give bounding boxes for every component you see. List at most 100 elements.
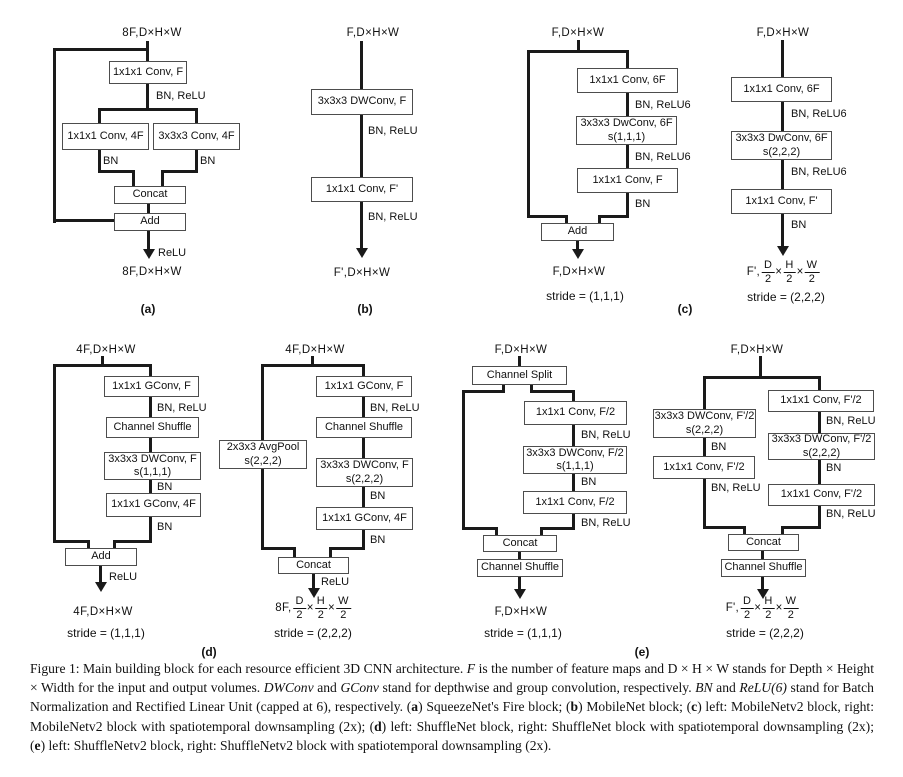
flow-line <box>576 240 579 250</box>
arrowhead <box>143 249 155 259</box>
branch-line <box>98 108 198 111</box>
conv-box: 1x1x1 Conv, F/2 <box>523 491 627 514</box>
frac-num: W <box>783 595 799 609</box>
flow-line <box>818 459 821 485</box>
bn-label: BN <box>581 476 597 488</box>
flow-line <box>781 40 784 78</box>
subfig-label-e: (e) <box>634 645 650 659</box>
arrowhead <box>572 249 584 259</box>
branch-line <box>261 468 264 550</box>
box-line: s(2,2,2) <box>685 423 724 436</box>
tensor-input-label: F,D×H×W <box>494 344 548 356</box>
subfig-label-b: (b) <box>357 302 373 316</box>
box-line: 3x3x3 DwConv, 6F <box>735 132 828 145</box>
arrowhead <box>514 589 526 599</box>
frac-den: 2 <box>765 608 772 621</box>
conv-box: 1x1x1 Conv, F <box>109 61 187 84</box>
flow-line <box>577 40 580 52</box>
flow-line <box>598 215 601 224</box>
conv-box: 1x1x1 Conv, 6F <box>577 68 678 93</box>
caption-segment: ReLU(6) <box>739 680 787 696</box>
tensor-output-label: F,D×H×W <box>552 266 606 278</box>
conv-box: 3x3x3 Conv, 4F <box>153 123 240 150</box>
caption-segment: and <box>712 680 740 696</box>
bn-relu-label: BN, ReLU <box>826 508 876 520</box>
caption-segment: d <box>374 718 382 734</box>
skip-connection-line <box>53 364 152 367</box>
skip-connection-line <box>527 50 629 53</box>
conv-box: 1x1x1 Conv, 4F <box>62 123 149 150</box>
box-line: 3x3x3 DWConv, F <box>108 452 197 465</box>
caption-segment: GConv <box>340 680 379 696</box>
flow-line <box>329 547 332 558</box>
channel-shuffle-box: Channel Shuffle <box>316 417 412 438</box>
branch-line <box>195 108 198 124</box>
skip-connection-line <box>565 215 568 224</box>
add-box: Add <box>541 223 614 241</box>
box-line: 3x3x3 DWConv, F'/2 <box>654 410 755 423</box>
bn-label: BN <box>103 155 119 167</box>
flow-line <box>761 550 764 560</box>
flow-line <box>572 513 575 530</box>
bn-relu-label: BN, ReLU <box>157 402 207 414</box>
flow-line <box>149 364 152 377</box>
add-box: Add <box>65 548 137 566</box>
branch-line <box>818 376 821 391</box>
caption-segment: b <box>570 699 579 715</box>
box-line: s(1,1,1) <box>133 466 172 478</box>
channel-shuffle-box: Channel Shuffle <box>106 417 199 438</box>
bn-label: BN <box>826 462 842 474</box>
box-line: s(1,1,1) <box>607 130 646 143</box>
dwconv-box: 3x3x3 DWConv, F s(1,1,1) <box>104 452 201 480</box>
branch-line <box>261 547 296 550</box>
flow-line <box>626 192 629 218</box>
figure-caption: Figure 1: Main building block for each r… <box>30 659 874 755</box>
frac-prefix: F', <box>725 602 740 615</box>
bn-relu-label: BN, ReLU <box>156 90 206 102</box>
box-line: s(2,2,2) <box>762 145 801 158</box>
flow-line <box>113 540 152 543</box>
branch-line <box>495 527 498 536</box>
box-line: s(1,1,1) <box>556 460 594 472</box>
channel-shuffle-box: Channel Shuffle <box>477 559 563 577</box>
gconv-box: 1x1x1 GConv, F <box>104 376 199 397</box>
flow-line <box>781 526 821 529</box>
frac-num: H <box>783 259 796 273</box>
dwconv-box: 3x3x3 DWConv, F'/2 s(2,2,2) <box>653 409 756 438</box>
gconv-box: 1x1x1 GConv, 4F <box>106 493 201 517</box>
flow-line <box>362 529 365 550</box>
skip-connection-line <box>87 540 90 549</box>
relu-label: ReLU <box>158 247 187 259</box>
flow-line <box>101 356 104 367</box>
branch-line <box>462 390 465 530</box>
bn-label: BN <box>635 198 651 210</box>
frac-den: 2 <box>787 608 795 621</box>
skip-connection-line <box>53 219 114 222</box>
bn-label: BN <box>157 481 173 493</box>
flow-line <box>572 473 575 492</box>
channel-split-box: Channel Split <box>472 366 567 385</box>
frac-num: H <box>762 595 775 609</box>
conv-box: 1x1x1 Conv, F'/2 <box>768 484 875 506</box>
flow-line <box>818 505 821 528</box>
flow-line <box>781 159 784 190</box>
tensor-output-label: 8F,D×H×W <box>122 266 182 278</box>
flow-line <box>781 526 784 535</box>
box-line: 3x3x3 DWConv, F'/2 <box>771 433 872 446</box>
tensor-output-label: F,D×H×W <box>494 606 548 618</box>
frac-den: 2 <box>743 608 751 621</box>
box-line: s(2,2,2) <box>802 446 841 459</box>
stride-label: stride = (2,2,2) <box>726 626 804 640</box>
conv-box: 1x1x1 Conv, F' <box>311 177 413 202</box>
bn-label: BN <box>370 534 386 546</box>
frac-prefix: F', <box>746 266 761 279</box>
tensor-output-label: F',D×H×W <box>333 267 391 279</box>
avgpool-box: 2x3x3 AvgPool s(2,2,2) <box>219 440 307 469</box>
